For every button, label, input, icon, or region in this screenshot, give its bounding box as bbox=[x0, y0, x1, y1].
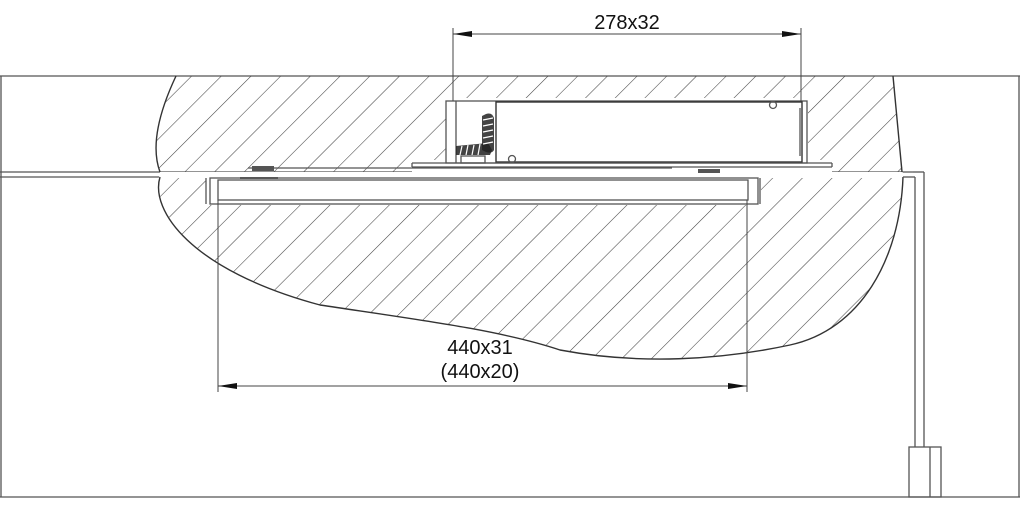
dimension-label-bottom-line2: (440x20) bbox=[441, 361, 520, 383]
dimension-top: 278x32 bbox=[452, 12, 802, 101]
gear-mechanism bbox=[456, 113, 494, 164]
hinge-post bbox=[903, 171, 942, 498]
closer-body bbox=[411, 100, 833, 168]
dimension-label-top: 278x32 bbox=[594, 12, 660, 34]
slide-channel bbox=[205, 166, 761, 205]
screw-hole-top bbox=[768, 100, 778, 110]
roller-right bbox=[698, 169, 720, 173]
frame-header-hatch bbox=[155, 75, 904, 360]
dimension-label-bottom-line1: 440x31 bbox=[447, 337, 513, 359]
dimension-bottom: 440x31 (440x20) bbox=[217, 200, 748, 392]
